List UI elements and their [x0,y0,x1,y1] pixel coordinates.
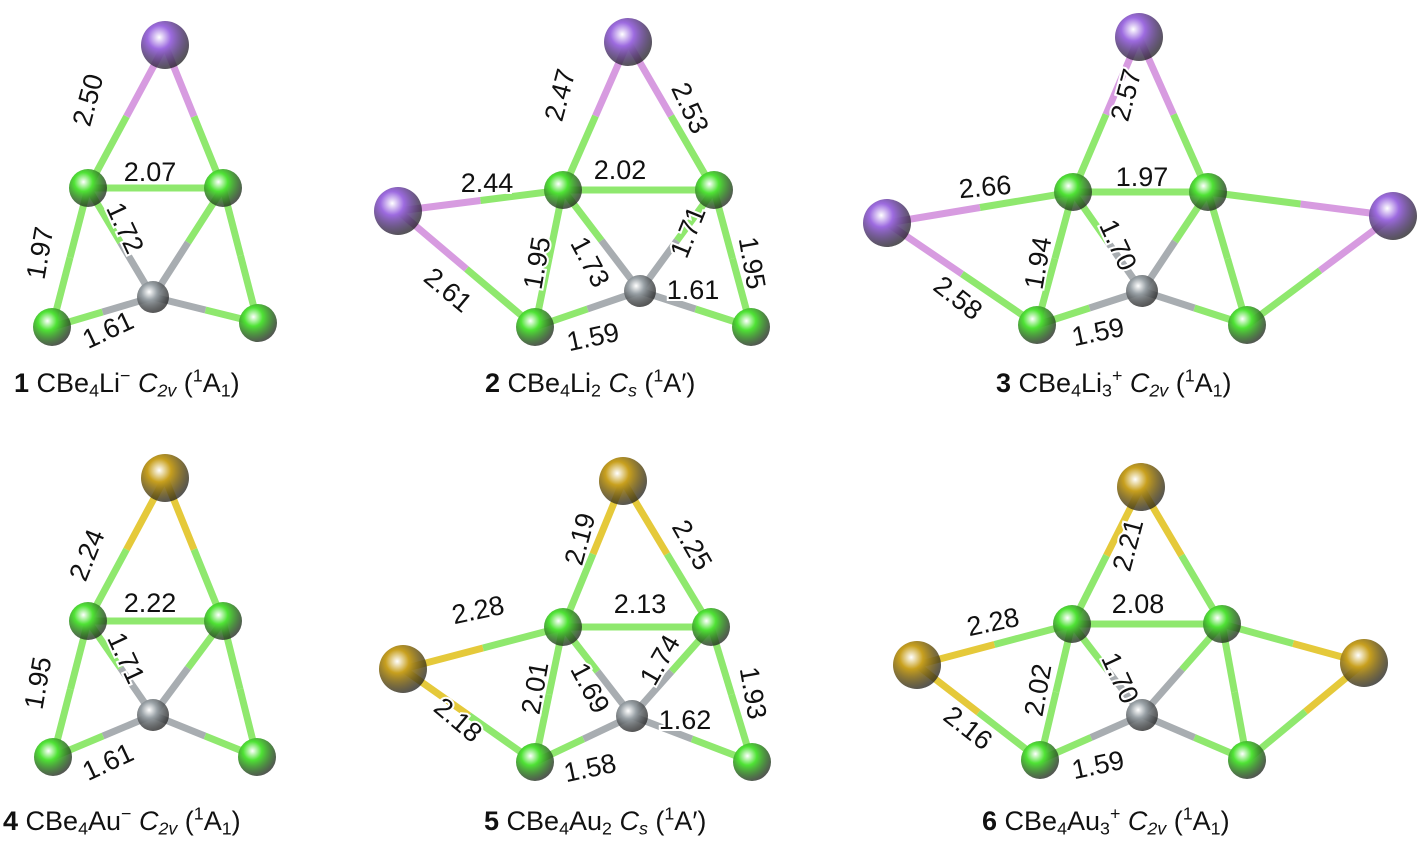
atom-li [604,18,652,66]
bond-length-label: 1.61 [78,305,138,354]
atom-be [692,608,730,646]
bond-length-label: 2.57 [1105,66,1148,125]
bond-length-label: 2.22 [124,588,177,618]
caption-2: 2 CBe4Li2 Cs (1A′) [485,365,696,401]
atom-li [141,21,189,69]
atom-c [1126,699,1158,731]
bond-length-label: 1.72 [100,198,149,258]
bond-length-label: 2.07 [124,157,177,187]
bond-length-label: 2.16 [938,700,998,756]
bond-length-label: 1.58 [561,748,619,788]
bond-length-label: 1.71 [101,628,150,688]
atom-c [624,275,656,307]
atom-be [695,171,733,209]
atom-be [239,304,277,342]
atom-au [1340,639,1388,687]
bond-length-label: 2.58 [928,270,988,326]
atom-be [1018,306,1056,344]
atom-c [137,281,169,313]
atom-be [516,743,554,781]
bond-length-label: 2.44 [461,168,514,198]
caption-5: 5 CBe4Au2 Cs (1A′) [484,803,707,839]
atom-au [141,454,189,502]
atom-be [732,308,770,346]
caption-4: 4 CBe4Au− C2v (1A1) [3,803,241,839]
bond-length-label: 1.59 [1069,312,1127,352]
atom-be [69,602,107,640]
bond-length-label: 2.24 [63,525,111,585]
bond-length-label: 2.08 [1112,589,1165,619]
bond-length-label: 2.13 [614,589,667,619]
atom-be [1228,306,1266,344]
bond-length-label: 1.95 [19,655,58,712]
bond-length-label: 1.95 [518,235,557,292]
bond-length-label: 1.70 [1095,648,1144,708]
atom-be [204,169,242,207]
atom-be [544,608,582,646]
atom-li [1115,13,1163,61]
atom-be [34,738,72,776]
bond-length-label: 2.21 [1107,516,1150,575]
atom-au [379,645,427,693]
bond-length-label: 2.50 [67,71,110,130]
bond-length-label: 2.18 [428,692,488,749]
bond-length-label: 2.53 [665,78,714,138]
atom-be [1203,605,1241,643]
atom-li [374,187,422,235]
bond-length-label: 1.69 [564,658,615,718]
bond-length-label: 2.19 [559,510,602,569]
caption-3: 3 CBe4Li3+ C2v (1A1) [996,365,1232,401]
bond-length-label: 1.97 [21,225,60,282]
bond-length-label: 1.62 [659,705,712,735]
atom-be [204,602,242,640]
bond-length-label: 2.02 [594,155,647,185]
bond-length-label: 2.28 [449,590,507,630]
bond-length-label: 1.97 [1116,162,1169,192]
atom-be [1189,173,1227,211]
atom-be [733,743,771,781]
bond-length-label: 1.71 [664,202,712,262]
atom-au [893,641,941,689]
atom-c [1126,275,1158,307]
bond-length-label: 1.59 [564,317,622,357]
caption-6: 6 CBe4Au3+ C2v (1A1) [982,803,1230,839]
atom-be [1228,741,1266,779]
bond-length-label: 1.59 [1069,745,1127,785]
bond-length-label: 2.66 [958,170,1013,204]
caption-1: 1 CBe4Li− C2v (1A1) [14,365,240,401]
bond-length-label: 1.61 [667,275,720,305]
atom-be [516,308,554,346]
atom-be [33,308,71,346]
atom-be [238,738,276,776]
bond-length-label: 1.73 [564,232,615,292]
atom-be [1054,173,1092,211]
atom-au [1117,463,1165,511]
atom-c [137,699,169,731]
bond-length-label: 2.47 [539,66,582,125]
atom-be [69,169,107,207]
atom-c [616,700,648,732]
bond-length-label: 1.70 [1093,215,1142,275]
atom-li [863,199,911,247]
atom-li [1369,192,1417,240]
atom-au [599,457,647,505]
atom-be [544,171,582,209]
atom-be [1021,741,1059,779]
atom-be [1053,605,1091,643]
